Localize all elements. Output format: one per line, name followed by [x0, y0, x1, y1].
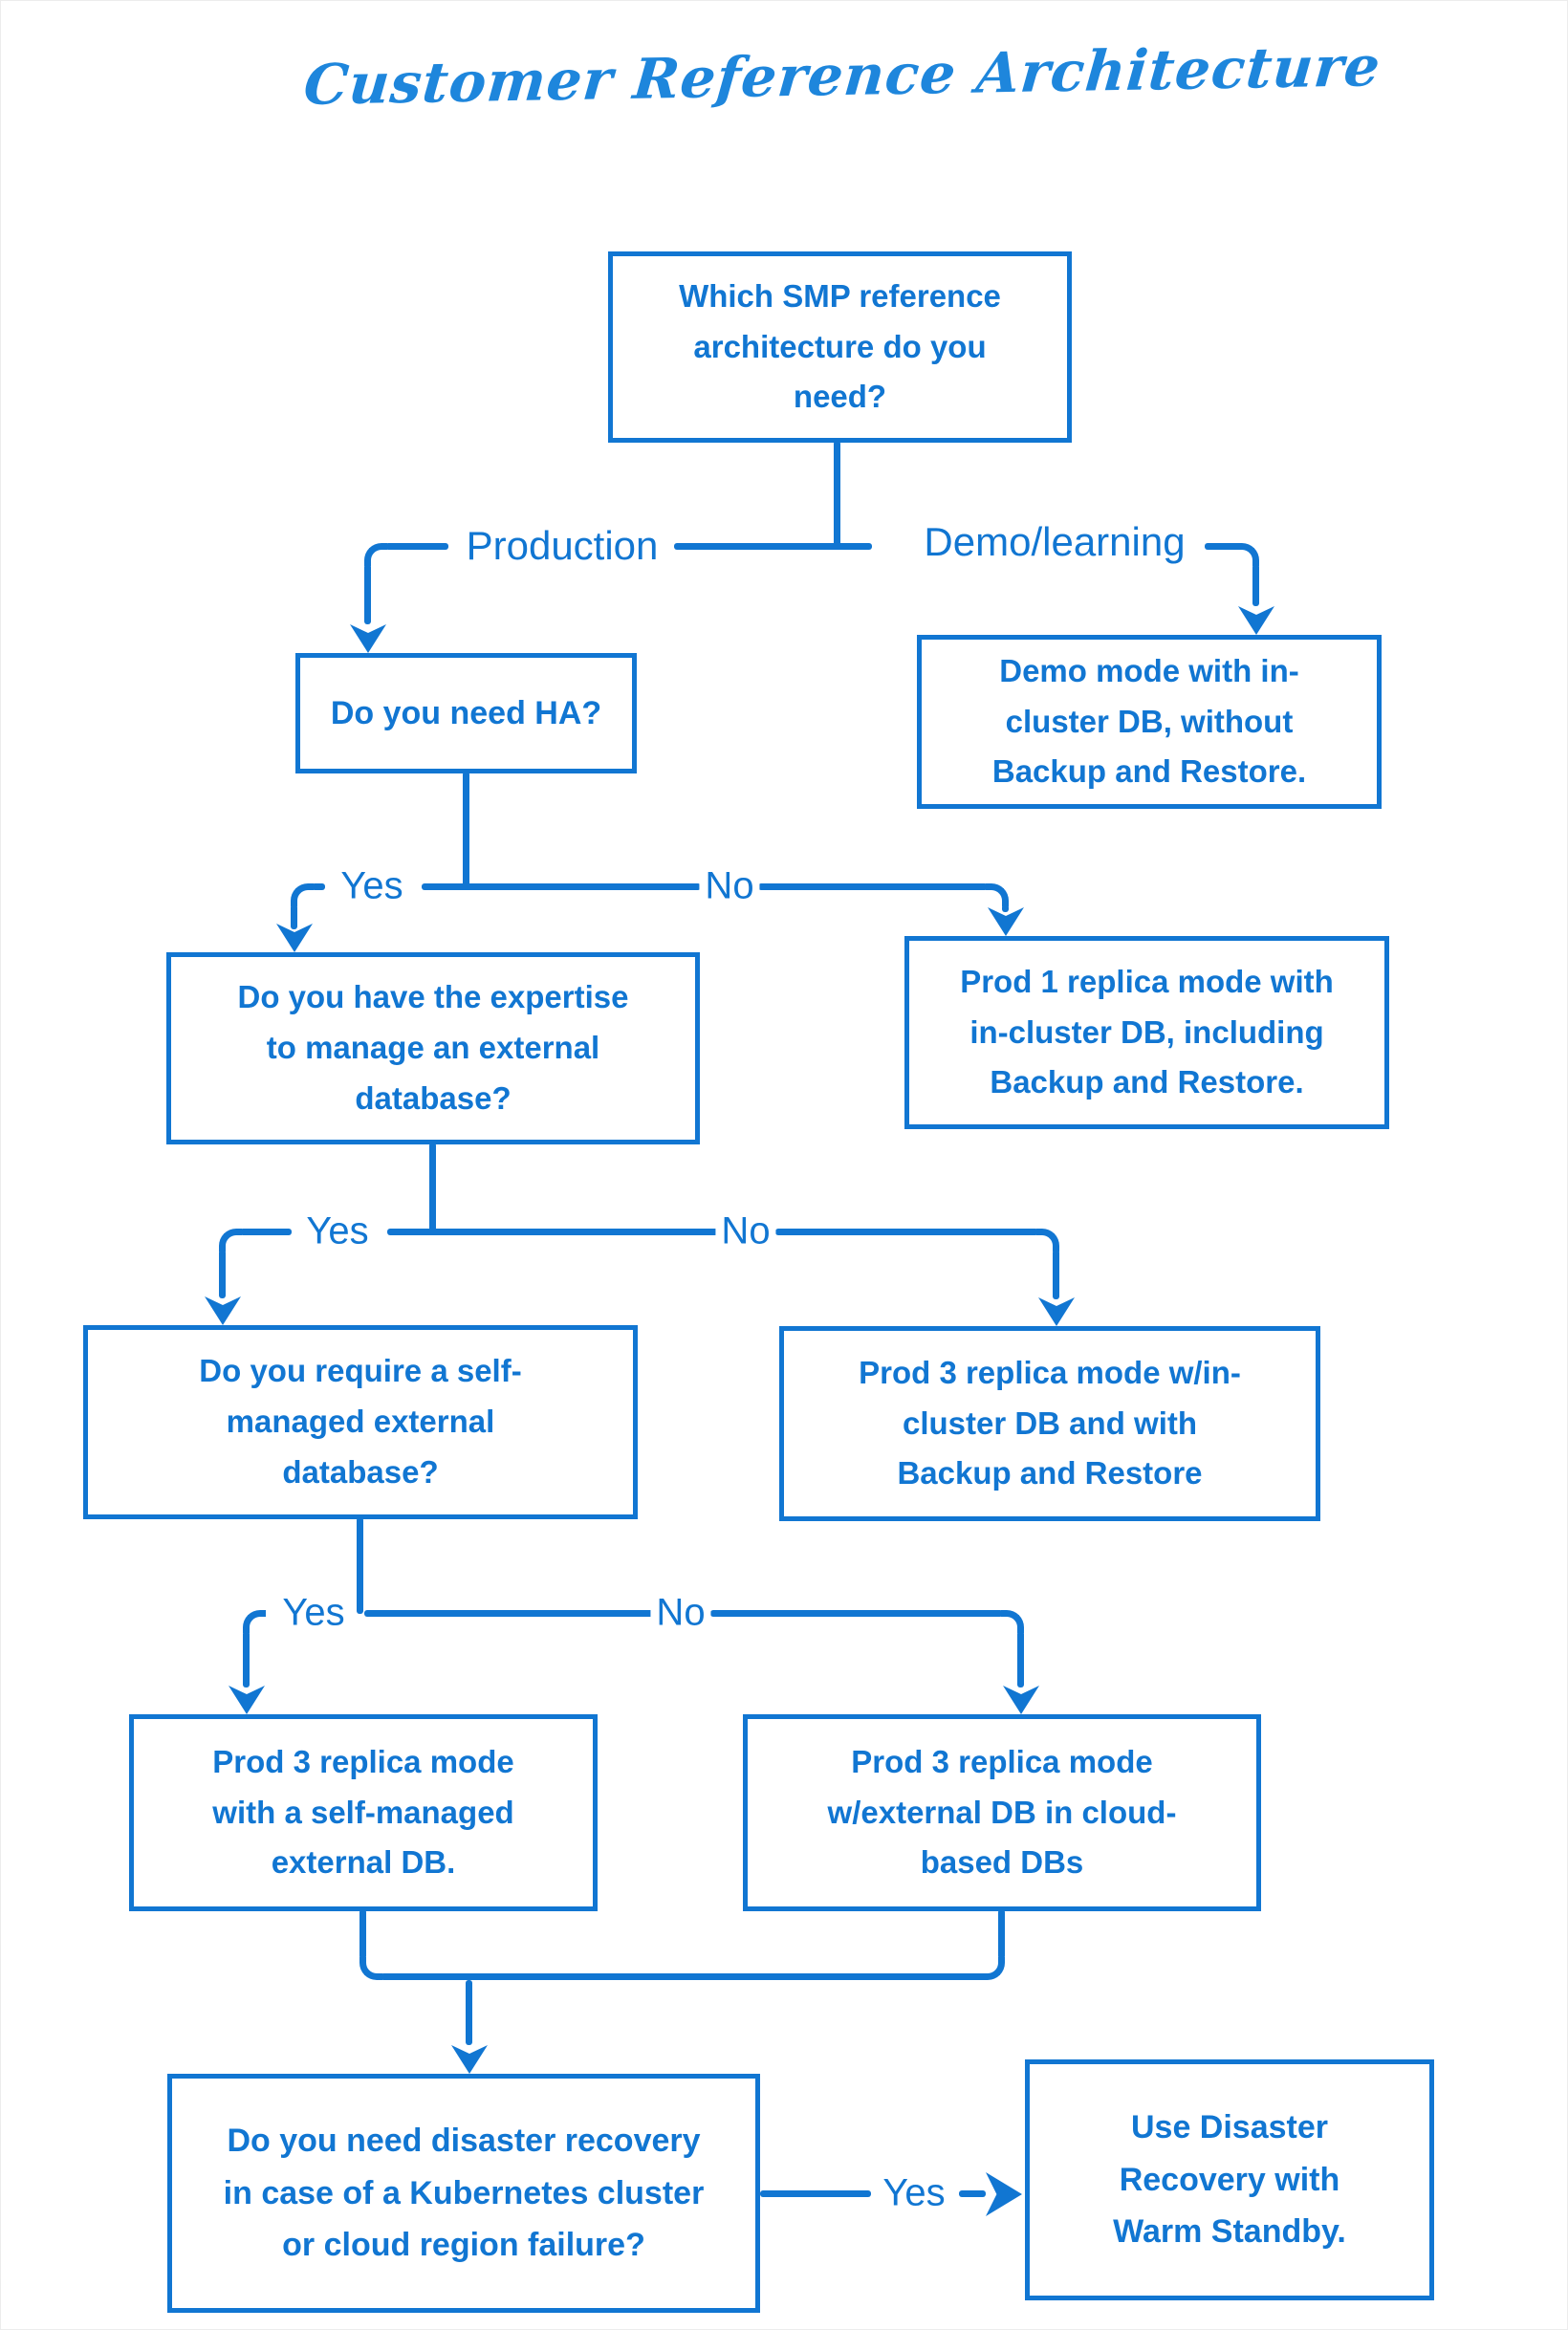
connector-elbow [986, 883, 1009, 906]
connector-line [240, 1229, 292, 1235]
connector-line [1252, 564, 1259, 606]
arrow-down-icon [350, 624, 386, 653]
branch-label-yes-2: Yes [300, 1209, 375, 1253]
connector-line [357, 1517, 363, 1614]
branch-label-yes-4: Yes [877, 2171, 951, 2215]
node-result-prod3-cloud-text: Prod 3 replica mode w/external DB in clo… [827, 1743, 1177, 1881]
node-question-disaster-recovery: Do you need disaster recovery in case of… [167, 2074, 760, 2313]
arrow-down-icon [1038, 1297, 1075, 1326]
connector-line [312, 883, 325, 890]
node-result-prod3-selfmanaged-text: Prod 3 replica mode with a self-managed … [212, 1743, 514, 1881]
arrow-right-icon [986, 2172, 1022, 2216]
node-question-selfmanaged-text: Do you require a self- managed external … [199, 1353, 522, 1490]
connector-elbow [982, 1957, 1005, 1980]
node-question-selfmanaged: Do you require a self- managed external … [83, 1325, 638, 1519]
branch-label-no-1: No [699, 864, 760, 908]
node-question-disaster-recovery-text: Do you need disaster recovery in case of… [223, 2123, 705, 2264]
branch-label-yes-1: Yes [335, 864, 409, 908]
connector-elbow [1236, 543, 1259, 566]
node-question-main: Which SMP reference architecture do you … [608, 251, 1072, 443]
connector-elbow [243, 1610, 266, 1633]
connector-line [466, 1980, 472, 2045]
connector-line [429, 1143, 436, 1232]
arrow-down-icon [1003, 1686, 1039, 1714]
connector-elbow [359, 1957, 382, 1980]
node-question-ha-text: Do you need HA? [330, 694, 602, 731]
connector-line [998, 1909, 1005, 1959]
node-result-prod3-cloud: Prod 3 replica mode w/external DB in clo… [743, 1714, 1261, 1911]
connector-line [1053, 1250, 1059, 1299]
node-result-prod1-incluster: Prod 1 replica mode with in-cluster DB, … [904, 936, 1389, 1129]
node-result-prod3-selfmanaged: Prod 3 replica mode with a self-managed … [129, 1714, 598, 1911]
node-result-demo-mode-text: Demo mode with in- cluster DB, without B… [991, 652, 1307, 790]
connector-line [710, 1610, 1003, 1617]
branch-label-no-3: No [650, 1591, 711, 1635]
connector-line [760, 2190, 871, 2197]
arrow-down-icon [1238, 606, 1274, 635]
connector-line [387, 1229, 718, 1235]
connector-line [381, 1973, 985, 1980]
connector-line [674, 543, 872, 550]
connector-line [1205, 543, 1243, 550]
branch-label-production: Production [460, 523, 664, 569]
node-question-expertise-text: Do you have the expertise to manage an e… [237, 979, 629, 1116]
connector-line [243, 1631, 250, 1688]
branch-label-no-2: No [715, 1209, 776, 1253]
node-question-ha: Do you need HA? [295, 653, 637, 773]
connector-line [422, 883, 701, 890]
connector-elbow [219, 1229, 242, 1252]
connector-line [758, 883, 988, 890]
branch-label-yes-3: Yes [276, 1591, 351, 1635]
node-question-expertise: Do you have the expertise to manage an e… [166, 952, 700, 1144]
connector-line [364, 564, 371, 624]
connector-line [775, 1229, 1038, 1235]
connector-line [834, 441, 840, 550]
page-title: Customer Reference Architecture [301, 33, 1383, 118]
connector-line [291, 904, 297, 929]
connector-line [1002, 904, 1009, 912]
node-result-warm-standby-text: Use Disaster Recovery with Warm Standby. [1113, 2109, 1346, 2251]
node-question-main-text: Which SMP reference architecture do you … [679, 277, 1001, 415]
connector-elbow [291, 883, 314, 906]
connector-line [359, 1909, 366, 1959]
connector-elbow [364, 543, 387, 566]
connector-line [385, 543, 448, 550]
connector-line [1017, 1631, 1024, 1688]
node-result-prod3-incluster: Prod 3 replica mode w/in- cluster DB and… [779, 1326, 1320, 1521]
connector-line [219, 1250, 226, 1298]
node-result-warm-standby: Use Disaster Recovery with Warm Standby. [1025, 2059, 1434, 2300]
node-result-demo-mode: Demo mode with in- cluster DB, without B… [917, 635, 1382, 809]
connector-elbow [1001, 1610, 1024, 1633]
node-result-prod1-incluster-text: Prod 1 replica mode with in-cluster DB, … [960, 963, 1334, 1100]
node-result-prod3-incluster-text: Prod 3 replica mode w/in- cluster DB and… [859, 1354, 1241, 1492]
connector-elbow [1036, 1229, 1059, 1252]
connector-line [364, 1610, 655, 1617]
arrow-down-icon [451, 2045, 488, 2074]
connector-line [959, 2190, 986, 2197]
arrow-down-icon [229, 1686, 265, 1714]
arrow-down-icon [205, 1296, 241, 1325]
branch-label-demo-learning: Demo/learning [918, 519, 1191, 565]
connector-line [463, 772, 469, 887]
